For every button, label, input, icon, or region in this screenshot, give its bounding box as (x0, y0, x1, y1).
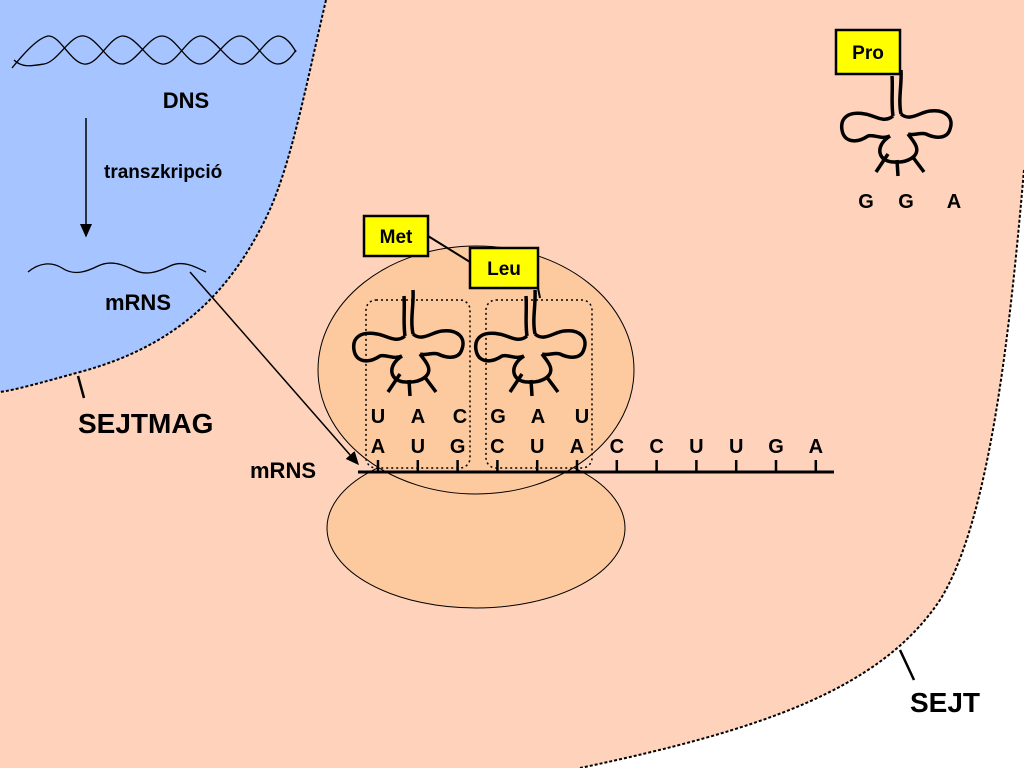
amino-acid-met: Met (362, 214, 430, 258)
mrns-label-nucleus: mRNS (105, 290, 171, 315)
codon-ticks (376, 460, 818, 472)
cell-membrane (579, 169, 1024, 768)
anticodon-base: G (858, 191, 874, 213)
mrna-base: C (610, 436, 624, 458)
mrna-base: C (649, 436, 663, 458)
nucleus-label: SEJTMAG (78, 408, 213, 439)
met-label: Met (380, 227, 413, 248)
met-link-line (427, 235, 471, 263)
anticodon-base: C (453, 406, 467, 428)
nucleus-region (0, 0, 326, 392)
mrna-wave-nucleus (27, 262, 207, 274)
pro-label: Pro (852, 43, 884, 64)
mrna-base: U (411, 436, 425, 458)
transcription-label: transzkripció (104, 162, 222, 183)
anticodon-met: U A C (371, 406, 467, 428)
leu-link-line (537, 287, 541, 299)
anticodon-base: A (411, 406, 425, 428)
mrna-export-arrow (189, 271, 359, 466)
anticodon-base: G (898, 191, 914, 213)
anticodon-base: U (575, 406, 589, 428)
mrna-base: G (450, 436, 466, 458)
ribosome-a-site (485, 299, 593, 469)
amino-acid-pro: Pro (834, 28, 902, 76)
mrna-base: A (809, 436, 823, 458)
anticodon-leu: G A U (490, 406, 589, 428)
mrna-base: A (371, 436, 385, 458)
cell-label: SEJT (910, 687, 980, 718)
mrna-base: A (570, 436, 584, 458)
mrna-base: U (530, 436, 544, 458)
mrna-base: U (689, 436, 703, 458)
leu-label: Leu (487, 259, 521, 280)
mrna-base: C (490, 436, 504, 458)
anticodon-pro: G G A (858, 191, 961, 213)
anticodon-base: G (490, 406, 506, 428)
nuclear-membrane (0, 0, 327, 393)
cell-pointer-line (898, 649, 916, 681)
mrns-label-ribosome: mRNS (250, 458, 316, 483)
ribosome-large-subunit (317, 245, 635, 495)
amino-acid-leu: Leu (468, 246, 540, 290)
anticodon-base: A (947, 191, 961, 213)
anticodon-base: U (371, 406, 385, 428)
mrna-base: U (729, 436, 743, 458)
nucleus-pointer-line (76, 375, 86, 399)
dns-label: DNS (163, 88, 209, 113)
dna-double-helix (11, 35, 297, 69)
mrna-base: G (768, 436, 784, 458)
anticodon-base: A (531, 406, 545, 428)
